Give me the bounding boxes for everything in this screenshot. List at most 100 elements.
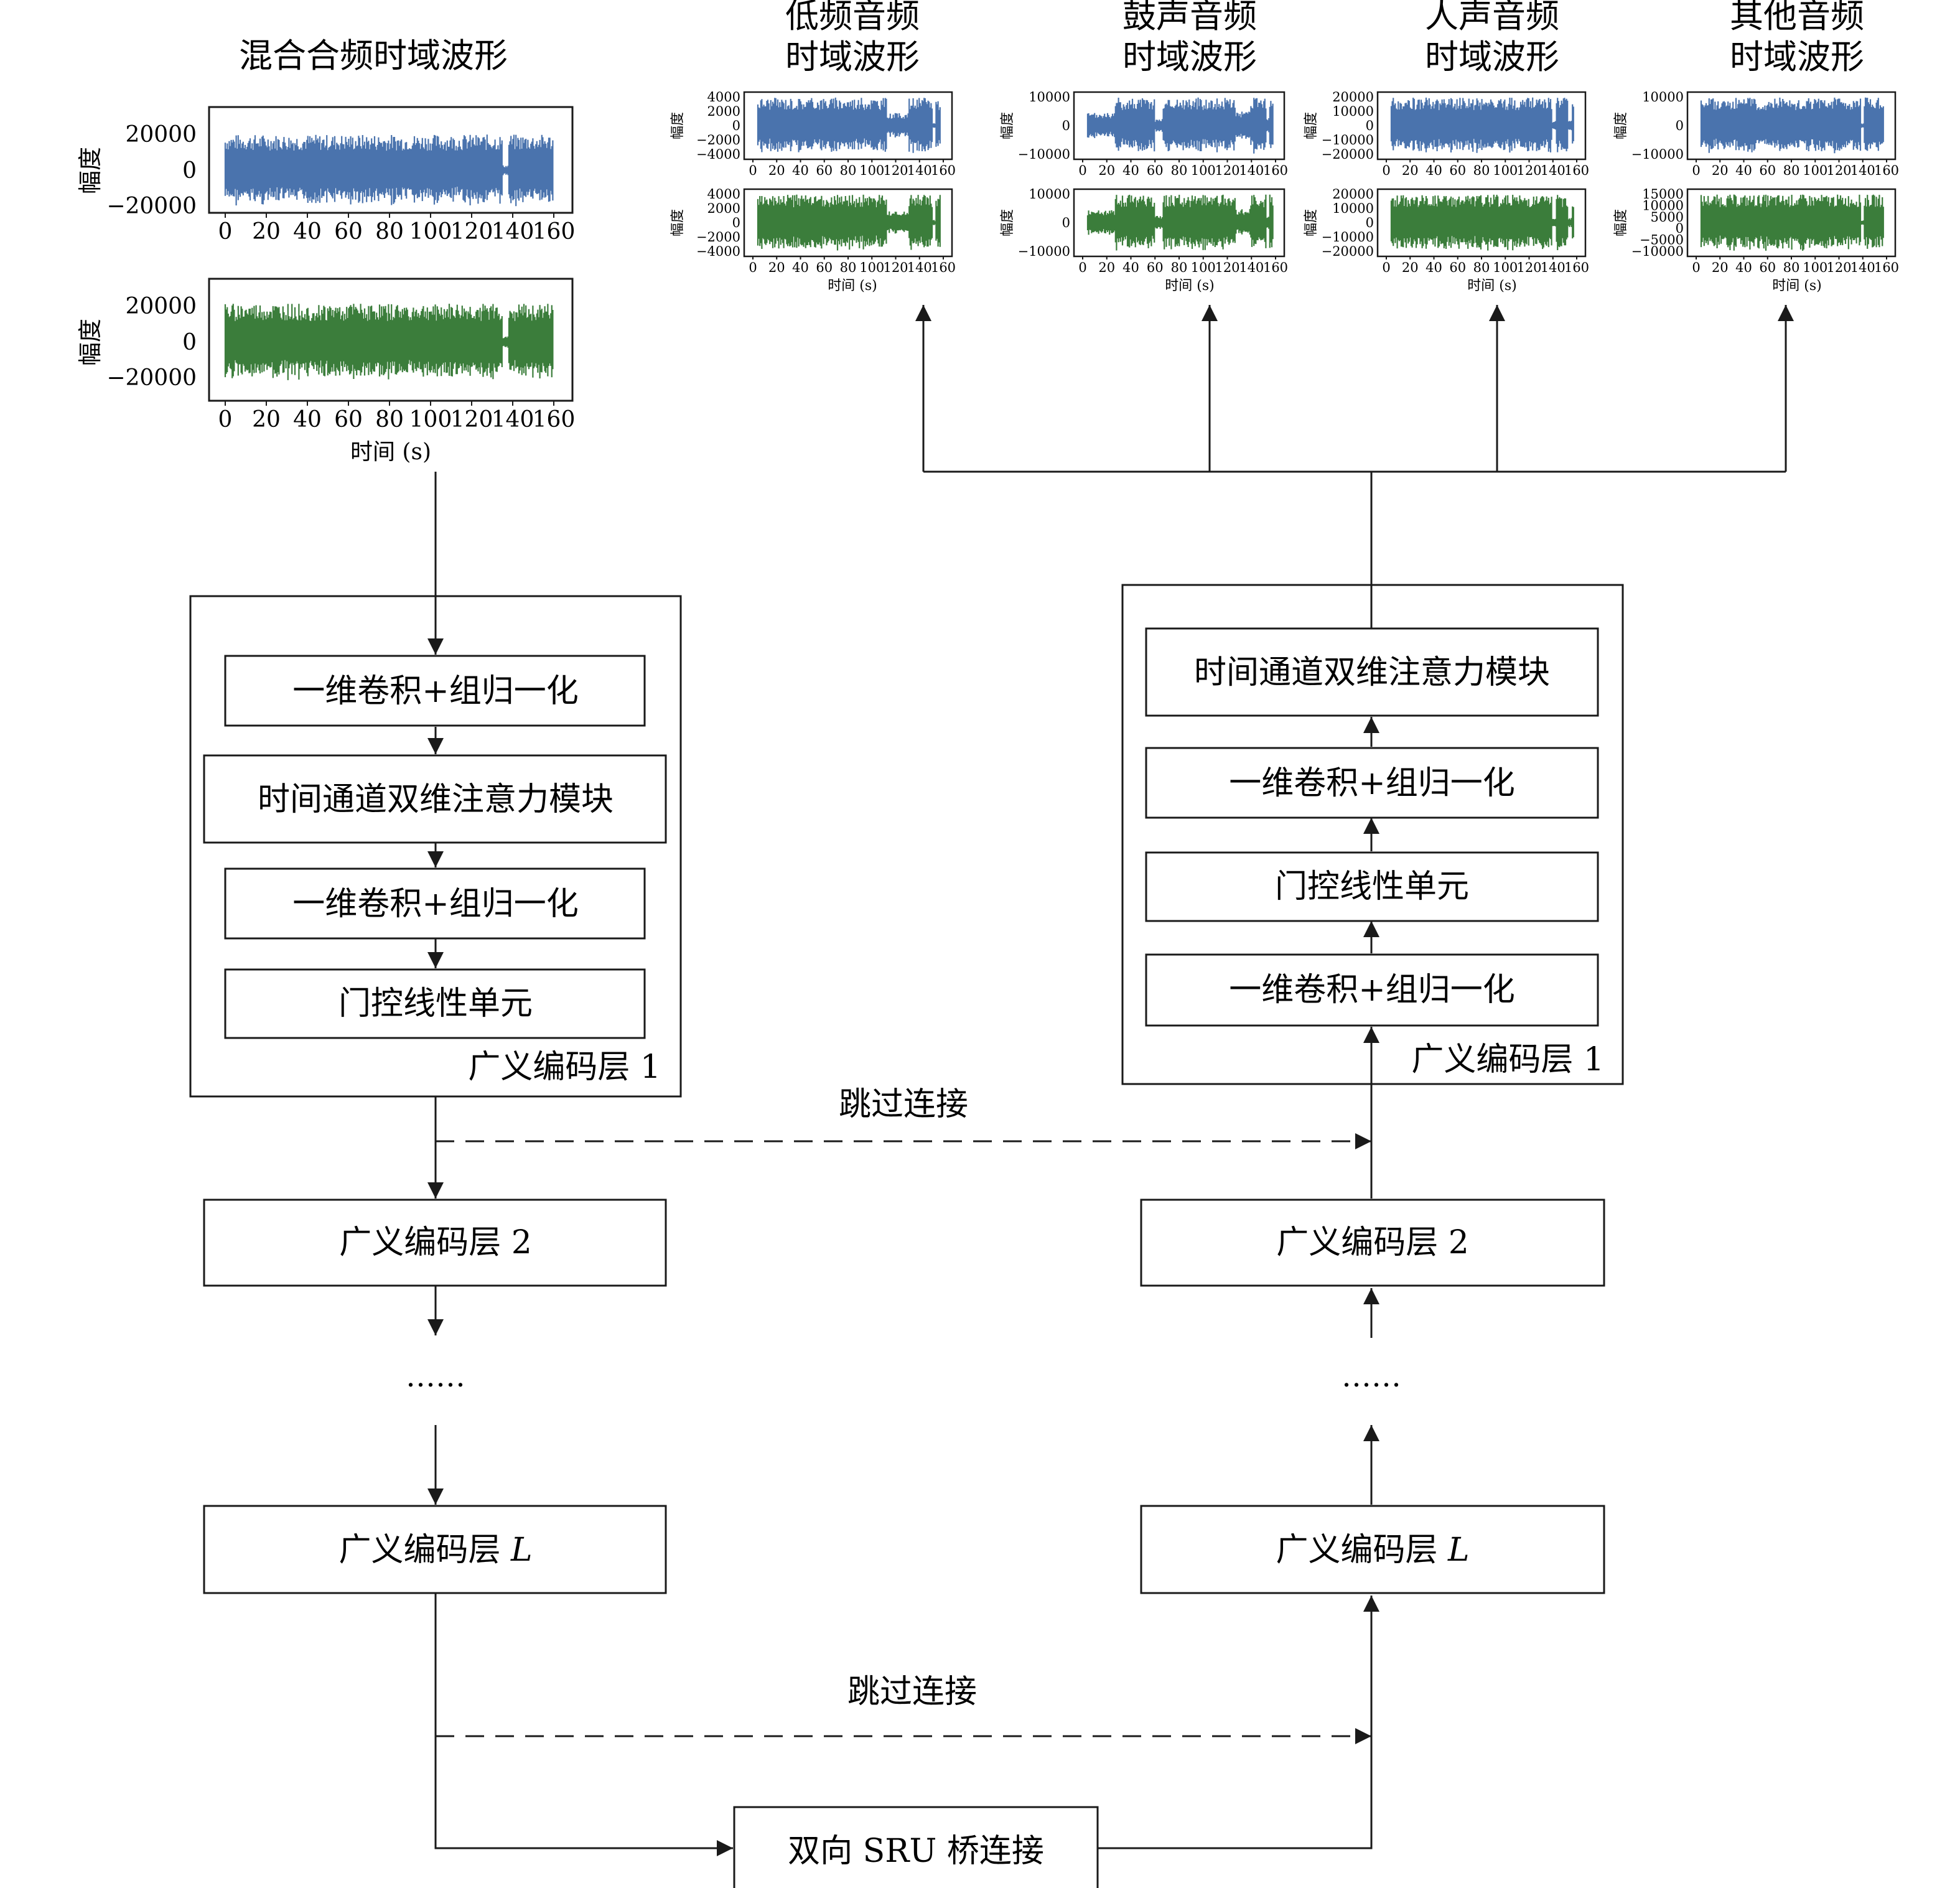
- output-x-tick-label: 40: [792, 260, 809, 275]
- mix-top-wave-path: [224, 134, 554, 207]
- output-x-tick-label: 20: [1098, 260, 1115, 275]
- mix-bottom-x-tick-label: 140: [492, 407, 534, 432]
- output-ytick-label: −10000: [1018, 244, 1070, 259]
- output-ylabel: 幅度: [1613, 209, 1629, 236]
- dec-glu-label: 门控线性单元: [1275, 868, 1469, 905]
- mix-top-x-tick-label: 140: [492, 219, 534, 245]
- mix-title: 混合合频时域波形: [239, 36, 508, 75]
- mix-top-waveform: [224, 134, 554, 207]
- mix-top-ylabel: 幅度: [77, 147, 104, 194]
- output-x-tick-label: 0: [1078, 163, 1086, 178]
- output-x-tick-label: 160: [931, 260, 956, 275]
- dec-layer-L-box: [1140, 1505, 1605, 1594]
- output-wave-bottom: [1390, 194, 1574, 251]
- output-ytick-label: 0: [1676, 118, 1684, 133]
- output-wave-bottom: [757, 194, 941, 251]
- enc-conv-gn-label-1: 一维卷积+组归一化: [292, 673, 579, 710]
- output-title-line1: 低频音频: [785, 0, 920, 35]
- output-x-tick-label: 80: [1171, 260, 1188, 275]
- connectors: [427, 305, 1794, 1856]
- output-ytick-label: 0: [1676, 221, 1684, 236]
- output-ytick-label: −4000: [696, 244, 740, 259]
- output-x-tick-label: 140: [907, 163, 932, 178]
- output-x-tick-label: 160: [1874, 163, 1899, 178]
- output-x-tick-label: 100: [1191, 260, 1216, 275]
- output-ytick-label: −10000: [1322, 230, 1374, 245]
- output-x-tick-label: 80: [840, 163, 857, 178]
- enc-layer-2-box: [203, 1199, 667, 1287]
- output-x-tick-label: 60: [1759, 260, 1776, 275]
- output-x-tick-label: 100: [859, 163, 884, 178]
- output-xlabel: 时间 (s): [1165, 278, 1214, 294]
- enc-ellipsis: ……: [406, 1359, 465, 1394]
- output-x-tick-label: 100: [1493, 260, 1518, 275]
- output-x-tick-label: 140: [1239, 163, 1264, 178]
- output-wave-top: [1086, 97, 1274, 154]
- output-ytick-label: 4000: [707, 90, 740, 105]
- output-x-tick-label: 160: [1263, 260, 1288, 275]
- output-x-tick-label: 40: [1426, 260, 1442, 275]
- output-ytick-label: 0: [1062, 118, 1070, 133]
- output-ylabel: 幅度: [1613, 112, 1629, 139]
- output-x-tick-label: 140: [1850, 163, 1875, 178]
- output-ytick-label: −5000: [1640, 233, 1684, 248]
- output-ytick-label: 20000: [1332, 90, 1374, 105]
- output-title-line2: 时域波形: [1425, 37, 1559, 77]
- output-x-tick-label: 100: [1493, 163, 1518, 178]
- output-x-tick-label: 60: [816, 163, 833, 178]
- output-x-tick-label: 140: [1239, 260, 1264, 275]
- output-x-tick-label: 120: [883, 260, 908, 275]
- output-x-tick-label: 0: [1382, 260, 1390, 275]
- output-x-tick-label: 60: [1449, 260, 1466, 275]
- mix-top-x-tick-label: 80: [375, 219, 404, 245]
- enc-layer-1-label: 广义编码层 1: [468, 1049, 661, 1086]
- mix-bottom-x-tick-label: 160: [533, 407, 576, 432]
- output-x-tick-label: 160: [1263, 163, 1288, 178]
- dec-conv-gn-label-2: 一维卷积+组归一化: [1229, 971, 1515, 1009]
- output-ylabel: 幅度: [1000, 209, 1015, 236]
- output-ytick-label: 10000: [1332, 201, 1374, 216]
- arrow-bridge-to-decoder: [1098, 1596, 1379, 1849]
- decoder-layer-1-container: [1121, 584, 1624, 1085]
- bridge-label: 双向 SRU 桥连接: [788, 1833, 1044, 1870]
- mix-bottom-x-tick-label: 0: [218, 407, 233, 432]
- output-x-tick-label: 40: [1426, 163, 1442, 178]
- output-x-tick-label: 80: [1473, 260, 1490, 275]
- output-title-line1: 鼓声音频: [1122, 0, 1257, 35]
- mix-bottom-waveform: [224, 304, 554, 380]
- output-x-tick-label: 40: [1122, 163, 1139, 178]
- output-ytick-label: 10000: [1642, 90, 1684, 105]
- output-ytick-label: 10000: [1029, 187, 1070, 202]
- output-x-tick-label: 140: [907, 260, 932, 275]
- mix-xlabel: 时间 (s): [350, 439, 431, 465]
- mix-bottom-plot-frame: [208, 278, 574, 402]
- output-x-tick-label: 60: [1147, 163, 1164, 178]
- output-ytick-label: 10000: [1642, 198, 1684, 213]
- enc-conv-gn-box-2: [224, 867, 646, 940]
- dec-layer-2-box: [1140, 1199, 1605, 1287]
- mix-bottom-x-tick-label: 20: [252, 407, 281, 432]
- output-ytick-label: −10000: [1018, 147, 1070, 162]
- output-x-tick-label: 20: [1098, 163, 1115, 178]
- arrow-enc-to-bridge: [434, 1593, 733, 1856]
- output-ytick-label: −2000: [696, 133, 740, 147]
- bridge-box: [733, 1806, 1099, 1888]
- output-x-tick-label: 20: [1402, 163, 1419, 178]
- output-ytick-label: 2000: [707, 201, 740, 216]
- output-wave-bottom: [1086, 194, 1274, 251]
- output-ytick-label: −4000: [696, 147, 740, 162]
- mix-top-plot-frame: [208, 106, 574, 214]
- output-x-tick-label: 40: [1735, 163, 1752, 178]
- output-x-tick-label: 0: [1692, 163, 1700, 178]
- output-ytick-label: 10000: [1029, 90, 1070, 105]
- output-ylabel: 幅度: [670, 112, 686, 139]
- mix-bottom-x-tick-label: 40: [293, 407, 322, 432]
- mix-top-ytick-high: 20000: [125, 122, 197, 147]
- output-ylabel: 幅度: [1304, 209, 1319, 236]
- dec-attention-label: 时间通道双维注意力模块: [1194, 654, 1550, 691]
- dec-layer-L-label: 广义编码层 L: [1276, 1531, 1469, 1569]
- output-x-tick-label: 0: [749, 260, 757, 275]
